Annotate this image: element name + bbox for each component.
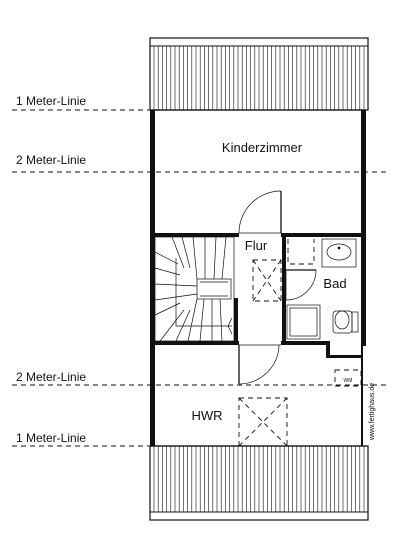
height-line-label-lower-1m: 1 Meter-Linie — [16, 431, 86, 445]
skylight-flur — [252, 259, 282, 302]
roof-slope-top — [149, 37, 369, 111]
room-label-bad: Bad — [323, 276, 346, 291]
room-label-flur: Flur — [245, 238, 268, 253]
height-line-label-upper-1m: 1 Meter-Linie — [16, 94, 86, 108]
door-hwr — [238, 344, 281, 385]
door-bad — [285, 269, 317, 301]
skylight-hwr — [238, 397, 288, 447]
outer-walls — [150, 109, 366, 447]
staircase — [154, 236, 235, 342]
bathroom-fixtures — [286, 238, 359, 340]
room-label-hwr: HWR — [191, 408, 222, 423]
room-label-kinderzimmer: Kinderzimmer — [222, 140, 303, 155]
roof-slope-bottom — [149, 445, 369, 521]
watermark-text: www.fertighaus.de — [369, 383, 376, 441]
room-labels: Kinderzimmer Flur Bad HWR — [191, 140, 346, 423]
wm-label: WM — [344, 378, 353, 384]
interior-walls — [155, 233, 361, 358]
washing-machine: WM — [334, 369, 362, 387]
height-line-label-lower-2m: 2 Meter-Linie — [16, 370, 86, 384]
height-line-label-upper-2m: 2 Meter-Linie — [16, 153, 86, 167]
door-kinderzimmer — [238, 190, 282, 234]
height-lines: 1 Meter-Linie 2 Meter-Linie 2 Meter-Lini… — [12, 94, 390, 447]
